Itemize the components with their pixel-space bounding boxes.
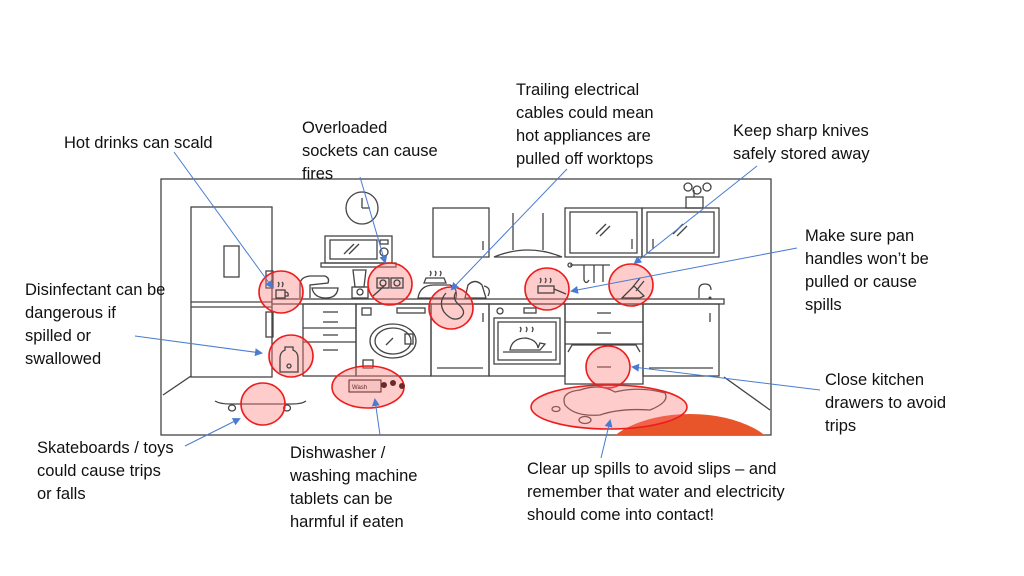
hazard-hot-drink[interactable] <box>258 270 304 314</box>
glass-cabinet-2 <box>641 207 720 258</box>
sink-cabinet <box>642 303 720 377</box>
scene-frame <box>160 178 772 436</box>
range-hood-icon <box>493 213 563 258</box>
arrow-spills <box>600 419 613 459</box>
tap-icon <box>698 283 712 300</box>
arrow-knives <box>633 165 758 265</box>
arrow-drawers <box>631 363 821 391</box>
upper-cabinet-left <box>432 207 490 258</box>
knife-block-icon <box>620 277 646 299</box>
floor-line-right <box>723 376 771 411</box>
pan-icon <box>537 277 567 295</box>
hazard-pan[interactable] <box>524 267 570 311</box>
label-sockets: Overloaded sockets can cause fires <box>302 119 438 183</box>
utensil-rail-icon <box>567 262 610 284</box>
kettle-icon <box>464 280 490 299</box>
stand-mixer-icon <box>299 275 339 299</box>
hot-drink-cup-icon <box>275 281 289 299</box>
disinfectant-bottle-icon <box>279 346 299 373</box>
label-disinfectant: Disinfectant can be dangerous if spilled… <box>25 281 166 368</box>
label-knives: Keep sharp knives safely stored away <box>733 122 870 163</box>
glass-cabinet-1 <box>564 207 643 258</box>
arrow-tablets <box>371 398 381 436</box>
arrow-sockets <box>359 176 388 264</box>
worktop <box>271 298 725 305</box>
label-drawers: Close kitchen drawers to avoid trips <box>825 371 947 435</box>
tablet-box-icon: Wash <box>348 379 405 393</box>
hazard-socket[interactable] <box>367 262 413 306</box>
label-spills: Clear up spills to avoid slips – and rem… <box>527 460 785 524</box>
arrow-disinfectant <box>134 335 263 357</box>
clock-icon <box>345 191 379 225</box>
label-cables: Trailing electrical cables could mean ho… <box>516 81 654 168</box>
hazard-knives[interactable] <box>608 263 654 307</box>
hazard-spill[interactable] <box>530 384 688 430</box>
floor-line-left <box>162 375 192 396</box>
label-tablets: Dishwasher / washing machine tablets can… <box>290 444 418 531</box>
floor-rug <box>615 414 765 435</box>
toaster-icon <box>417 270 458 299</box>
label-skateboards: Skateboards / toys could cause trips or … <box>37 439 174 503</box>
arrow-pan-handles <box>570 247 798 294</box>
microwave-icon <box>320 235 397 268</box>
label-hot-drinks: Hot drinks can scald <box>64 134 213 152</box>
washing-machine-icon <box>355 303 432 377</box>
oven-icon <box>488 303 566 377</box>
spill-icon <box>551 386 667 425</box>
label-pan-handles: Make sure pan handles won’t be pulled or… <box>805 227 929 314</box>
hazard-skateboard[interactable] <box>240 382 286 426</box>
arrow-hot-drinks <box>173 151 274 289</box>
arrow-skateboards <box>184 418 241 447</box>
blender-icon <box>351 269 369 299</box>
socket-plug-icon <box>372 277 404 297</box>
fridge-icon <box>190 206 274 378</box>
hazard-disinfectant[interactable] <box>268 334 314 378</box>
trailing-cable-icon <box>440 291 465 320</box>
hazard-cable[interactable] <box>428 286 474 330</box>
skateboard-icon <box>214 400 307 412</box>
hazard-drawer[interactable] <box>585 345 631 389</box>
plant-icon <box>683 182 712 209</box>
arrow-cables <box>450 168 568 291</box>
svg-text:Wash: Wash <box>352 385 367 391</box>
